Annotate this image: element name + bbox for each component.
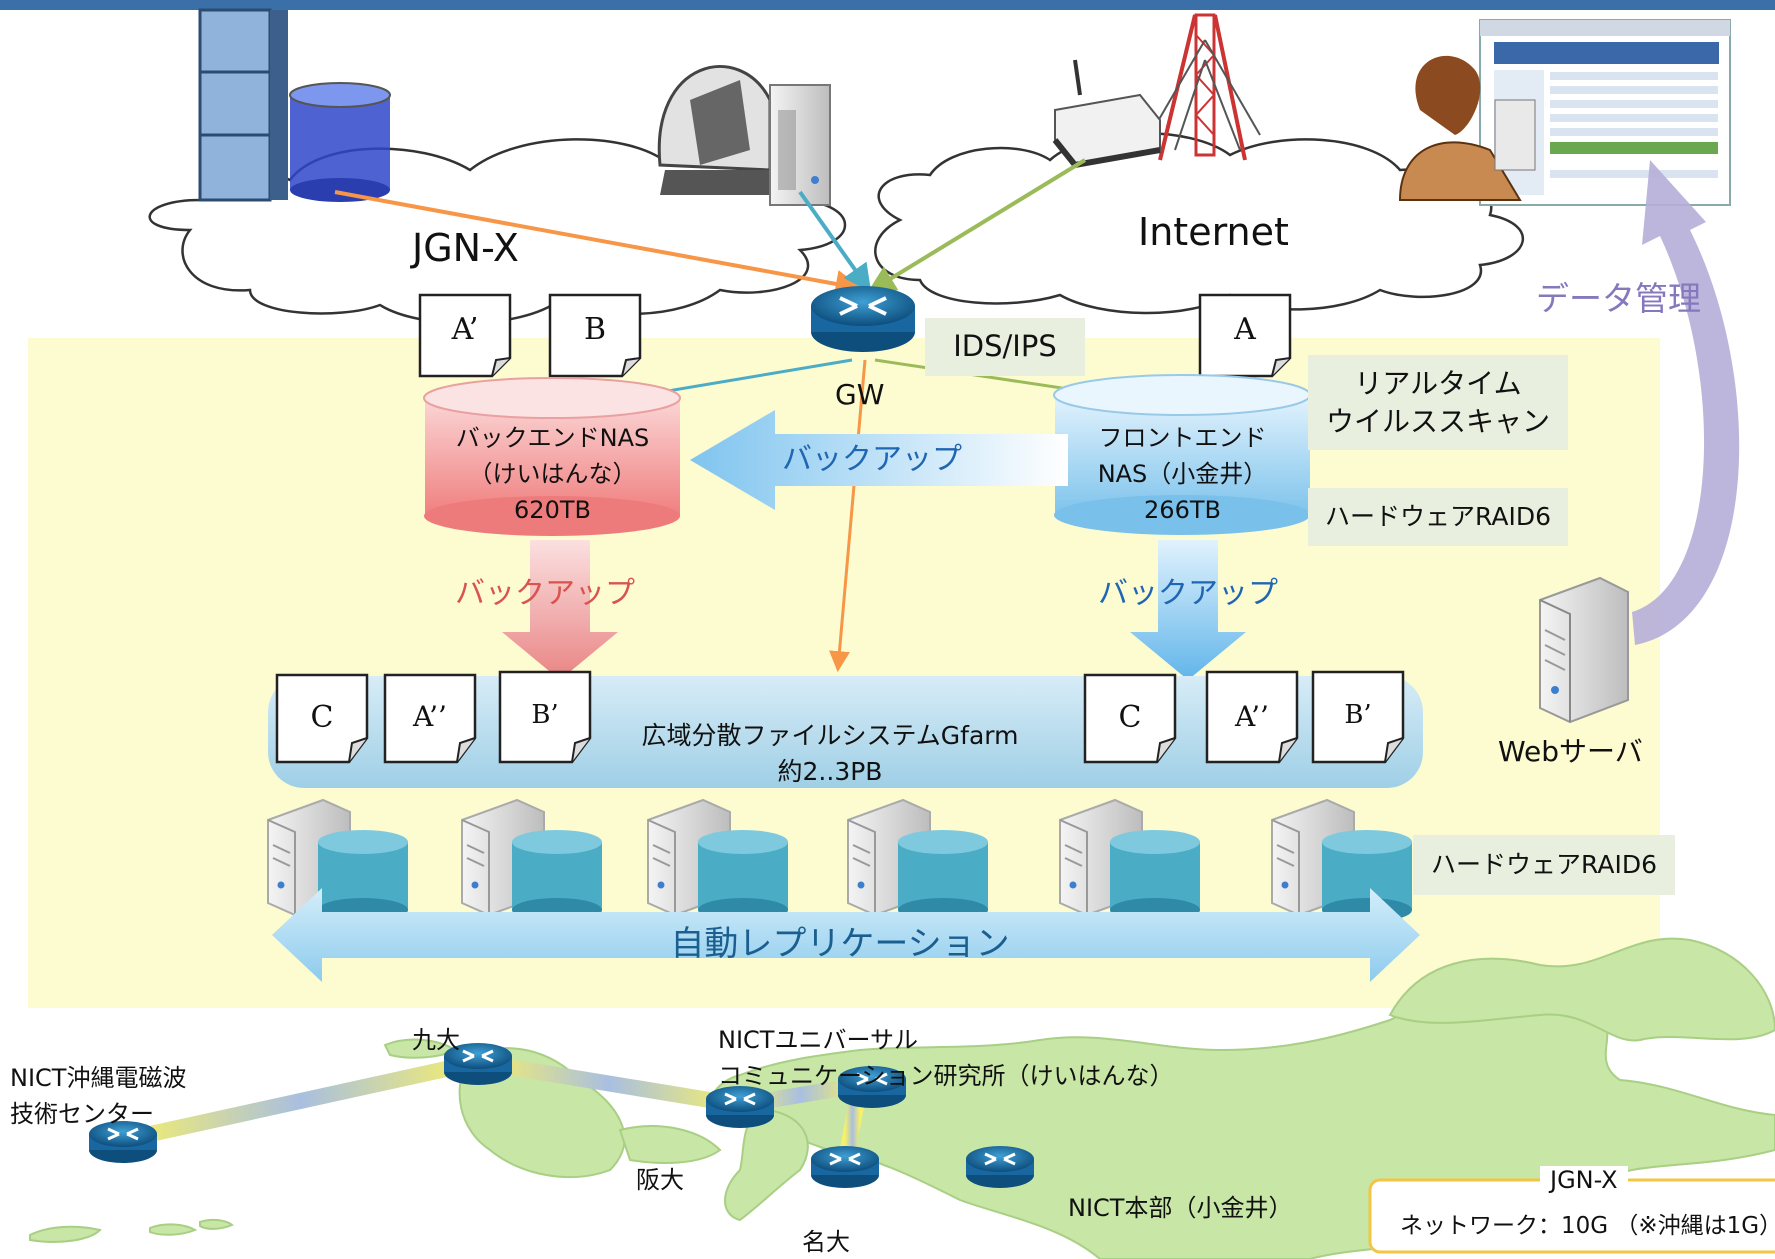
backend-nas-line1: バックエンドNAS [455, 424, 650, 452]
okinawa-line1: NICT沖縄電磁波 [10, 1064, 187, 1092]
router-handai-icon [706, 1086, 774, 1128]
header-strip [0, 0, 1775, 10]
doc-b-icon [548, 293, 642, 378]
doc-b-prime-right-icon [1311, 670, 1405, 764]
router-honbu-icon [966, 1146, 1034, 1188]
doc-a-prime-label: A’ [451, 312, 479, 347]
internet-to-gw-line [867, 158, 1087, 293]
data-management-label: データ管理 [1536, 279, 1701, 318]
web-server-label: Webサーバ [1498, 735, 1643, 768]
doc-b-prime-left-label: B’ [531, 700, 559, 730]
frontend-nas-line2: NAS（小金井） [1097, 460, 1268, 488]
backend-nas-line3: 620TB [514, 496, 591, 524]
backup-horizontal-label: バックアップ [782, 442, 962, 477]
data-management-arrow [1632, 160, 1740, 645]
frontend-nas-label: フロントエンド NAS（小金井） 266TB [1055, 420, 1310, 528]
backup-right-label: バックアップ [1098, 576, 1278, 611]
keihanna-label: NICTユニバーサル コミュニケーション研究所（けいはんな） [718, 1022, 1174, 1094]
kyudai-label: 九大 [412, 1026, 460, 1054]
meidai-label: 名大 [802, 1228, 850, 1256]
jgn-to-gw-line [334, 190, 864, 298]
backend-nas-cylinder [423, 377, 681, 536]
backend-nas-label: バックエンドNAS （けいはんな） 620TB [425, 420, 680, 528]
internet-cloud-label: Internet [1138, 210, 1289, 254]
realtime-scan-line1: リアルタイム [1354, 366, 1522, 400]
doc-a-dprime-left-icon [383, 673, 477, 764]
raid-gfarm-note: ハードウェアRAID6 [1413, 835, 1675, 895]
doc-a-dprime-left-label: A’’ [413, 700, 447, 733]
doc-a-dprime-right-icon [1205, 670, 1299, 764]
doc-b-prime-left-icon [498, 670, 592, 764]
doc-a-icon [1198, 293, 1292, 378]
storage-node-3 [647, 798, 788, 922]
router-okinawa-icon [89, 1121, 157, 1163]
gw-to-gfarm-line [829, 359, 867, 673]
jgn-x-cloud-label: JGN-X [412, 226, 519, 270]
gfarm-line2: 約2..3PB [777, 757, 883, 786]
wireless-router-icon [1052, 59, 1161, 169]
web-server-icon [1539, 576, 1629, 724]
gfarm-line1: 広域分散ファイルシステムGfarm [641, 721, 1019, 750]
legend-text: ネットワーク：10G （※沖縄は1G） [1400, 1213, 1775, 1239]
handai-label: 阪大 [636, 1166, 684, 1194]
ids-ips-label: IDS/IPS [925, 318, 1085, 376]
honbu-label: NICT本部（小金井） [1068, 1194, 1293, 1222]
doc-a-label: A [1234, 312, 1256, 347]
dome-to-gw-line [798, 190, 872, 293]
frontend-nas-line1: フロントエンド [1098, 424, 1267, 452]
keihanna-line1: NICTユニバーサル [718, 1026, 918, 1054]
doc-a-prime-icon [418, 293, 512, 378]
keihanna-line2: コミュニケーション研究所（けいはんな） [718, 1062, 1174, 1090]
realtime-scan-note: リアルタイムウイルススキャン [1308, 355, 1568, 450]
router-keihanna-icon [838, 1066, 906, 1108]
frontend-nas-line3: 266TB [1144, 496, 1221, 524]
doc-c-left-icon [275, 673, 369, 764]
storage-node-4 [847, 798, 988, 922]
doc-c-left-label: C [310, 700, 334, 735]
router-kyudai-icon [444, 1043, 512, 1085]
doc-b-label: B [583, 312, 607, 347]
antenna-tower-icon [1149, 13, 1261, 161]
backup-left-arrow [502, 540, 618, 680]
doc-a-dprime-right-label: A’’ [1235, 700, 1269, 733]
storage-node-1 [267, 798, 408, 922]
backup-right-arrow [1130, 540, 1246, 680]
internet-cloud [874, 131, 1524, 315]
doc-c-right-icon [1083, 673, 1177, 764]
replication-arrow [272, 888, 1420, 982]
router-meidai-icon [811, 1146, 879, 1188]
frontend-nas-cylinder [1053, 374, 1311, 535]
realtime-scan-line2: ウイルススキャン [1325, 404, 1550, 438]
data-storage-icon [198, 8, 391, 202]
doc-b-prime-right-label: B’ [1344, 700, 1372, 730]
okinawa-line2: 技術センター [10, 1100, 154, 1128]
backup-horizontal-arrow [690, 410, 1068, 510]
user-with-browser-icon [1398, 19, 1731, 206]
doc-c-right-label: C [1118, 700, 1142, 735]
observatory-dome-icon [657, 65, 831, 206]
backend-nas-line2: （けいはんな） [468, 460, 637, 488]
legend-title: JGN-X [1540, 1166, 1628, 1194]
gfarm-label: 広域分散ファイルシステムGfarm 約2..3PB [600, 718, 1060, 790]
replication-label: 自動レプリケーション [670, 924, 1010, 964]
backup-left-label: バックアップ [455, 576, 635, 611]
gw-label: GW [835, 378, 885, 411]
raid-front-note: ハードウェアRAID6 [1308, 488, 1568, 546]
gw-router-icon [811, 286, 915, 352]
okinawa-label: NICT沖縄電磁波 技術センター [10, 1060, 186, 1132]
